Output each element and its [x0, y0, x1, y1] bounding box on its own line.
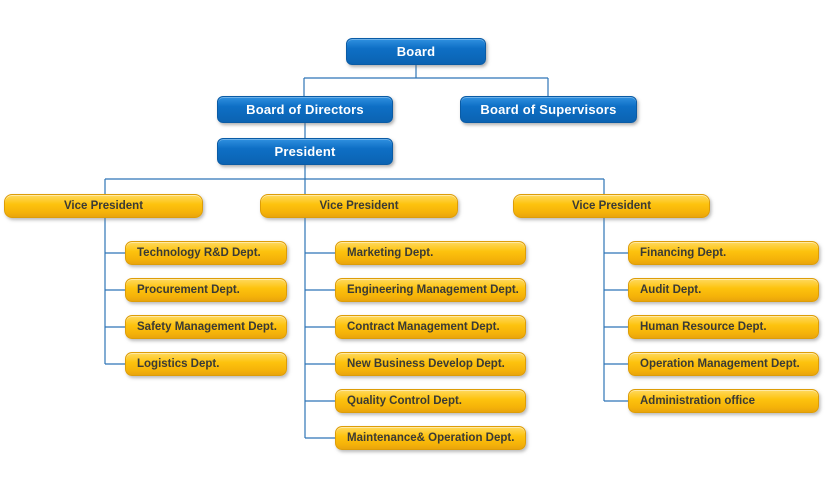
node-dept-procurement: Procurement Dept.	[125, 278, 287, 302]
node-dept-marketing: Marketing Dept.	[335, 241, 526, 265]
node-dept-engineering-management: Engineering Management Dept.	[335, 278, 526, 302]
node-vice-president-2: Vice President	[260, 194, 458, 218]
node-dept-new-business-develop: New Business Develop Dept.	[335, 352, 526, 376]
node-dept-financing: Financing Dept.	[628, 241, 819, 265]
node-dept-administration-office: Administration office	[628, 389, 819, 413]
node-dept-audit: Audit Dept.	[628, 278, 819, 302]
node-dept-contract-management: Contract Management Dept.	[335, 315, 526, 339]
node-dept-operation-management: Operation Management Dept.	[628, 352, 819, 376]
node-dept-safety-management: Safety Management Dept.	[125, 315, 287, 339]
node-dept-logistics: Logistics Dept.	[125, 352, 287, 376]
node-vice-president-3: Vice President	[513, 194, 710, 218]
node-vice-president-1: Vice President	[4, 194, 203, 218]
node-president: President	[217, 138, 393, 165]
node-dept-maintenance-operation: Maintenance& Operation Dept.	[335, 426, 526, 450]
node-dept-quality-control: Quality Control Dept.	[335, 389, 526, 413]
node-dept-human-resource: Human Resource Dept.	[628, 315, 819, 339]
node-board: Board	[346, 38, 486, 65]
node-board-of-supervisors: Board of Supervisors	[460, 96, 637, 123]
node-board-of-directors: Board of Directors	[217, 96, 393, 123]
node-dept-technology-rd: Technology R&D Dept.	[125, 241, 287, 265]
